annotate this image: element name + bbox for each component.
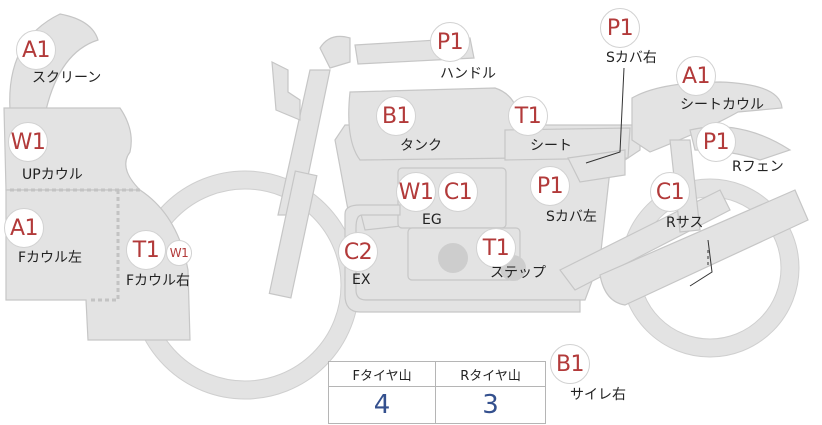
front-tire-value: 4: [327, 386, 437, 424]
seat-shape: [504, 127, 631, 161]
code-badge-r-fender: P1: [696, 122, 736, 162]
code-badge-seat: T1: [508, 96, 548, 136]
silencer-shape: [599, 189, 809, 306]
sub-code-badge-f-cowl-right: W1: [166, 240, 192, 266]
code-badge-exhaust: C2: [338, 232, 378, 272]
code-badge-screen: A1: [16, 30, 56, 70]
code-badge-engine: W1: [396, 172, 436, 212]
part-label-silencer-right: サイレ右: [570, 387, 626, 403]
exhaust-pipe: [344, 204, 581, 313]
code-badge-side-cover-right: P1: [600, 8, 640, 48]
front-tire-header: Fタイヤ山: [327, 361, 437, 387]
part-label-screen: スクリーン: [32, 70, 102, 86]
part-label-f-cowl-right: Fカウル右: [126, 273, 191, 289]
part-label-exhaust: EX: [352, 272, 371, 288]
code-badge-r-suspension: C1: [650, 172, 690, 212]
part-label-side-cover-right: Sカバ右: [606, 50, 657, 66]
part-label-seat: シート: [530, 138, 572, 154]
code-badge-handle: P1: [430, 22, 470, 62]
fork-tube: [268, 170, 318, 299]
code-badge-f-cowl-right: T1: [126, 230, 166, 270]
part-label-step: ステップ: [490, 265, 546, 281]
side-cover-right-shape: [567, 149, 626, 183]
seat-cowl-shape: [631, 81, 783, 153]
handle-bar-shape: [271, 60, 301, 121]
code-badge-side-cover-left: P1: [530, 166, 570, 206]
code-badge-seat-cowl: A1: [676, 56, 716, 96]
part-label-r-suspension: Rサス: [666, 215, 704, 231]
part-label-seat-cowl: シートカウル: [680, 97, 764, 113]
part-label-up-cowl: UPカウル: [22, 167, 83, 183]
part-label-r-fender: Rフェン: [732, 159, 784, 175]
tire-tread-table: Fタイヤ山 Rタイヤ山 4 3: [327, 361, 546, 424]
code-badge-step: T1: [476, 228, 516, 268]
part-label-f-cowl-left: Fカウル左: [18, 250, 83, 266]
rear-tire-value: 3: [435, 386, 546, 424]
code-badge-up-cowl: W1: [8, 122, 48, 162]
part-label-engine: EG: [422, 212, 442, 228]
sub-code-badge-engine: C1: [438, 172, 478, 212]
code-badge-tank: B1: [376, 96, 416, 136]
part-label-handle: ハンドル: [440, 66, 496, 82]
code-badge-f-cowl-left: A1: [4, 208, 44, 248]
part-label-side-cover-left: Sカバ左: [546, 209, 597, 225]
code-badge-silencer-right: B1: [550, 344, 590, 384]
rear-tire-header: Rタイヤ山: [435, 361, 546, 387]
part-label-tank: タンク: [400, 138, 442, 154]
lower-cowl-shape: [5, 189, 191, 341]
